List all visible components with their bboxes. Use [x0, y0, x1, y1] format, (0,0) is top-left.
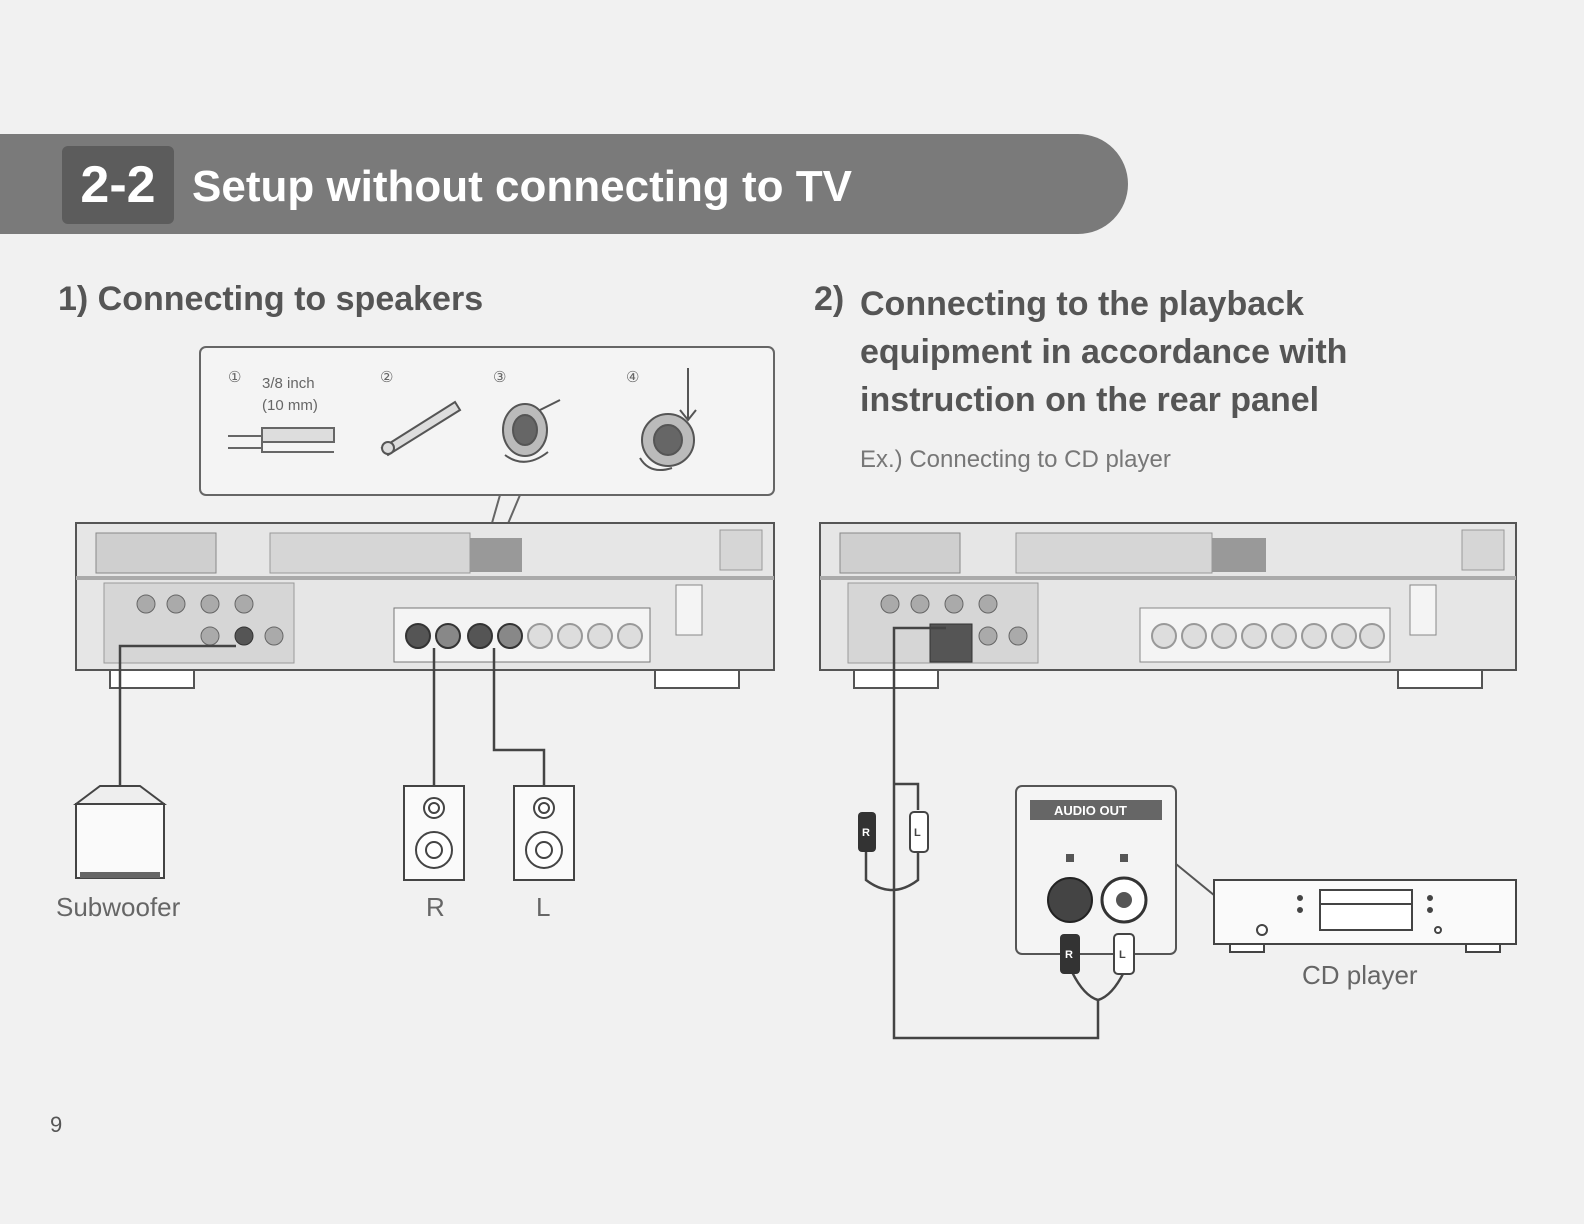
plug-l-label-receiver: L	[914, 827, 921, 839]
subwoofer-label: Subwoofer	[56, 892, 180, 923]
plug-l-label-player: L	[1119, 949, 1126, 961]
receiver-rear-panel-left	[76, 523, 774, 688]
cd-player-icon	[1214, 880, 1516, 952]
analog-input-jacks	[930, 624, 972, 662]
page-number: 9	[50, 1112, 62, 1138]
speaker-right-label: R	[426, 892, 445, 923]
plug-r-label-player: R	[1065, 949, 1073, 961]
strip-length-mm: (10 mm)	[262, 397, 318, 414]
audio-out-label: AUDIO OUT	[1054, 803, 1127, 818]
step-1-number: ①	[228, 369, 241, 386]
step-3-number: ③	[493, 369, 506, 386]
speaker-left-icon	[514, 786, 574, 880]
step-2-number: ②	[380, 369, 393, 386]
strip-length-inch: 3/8 inch	[262, 375, 315, 392]
audio-out-inset: AUDIO OUT R L	[1016, 786, 1220, 974]
receiver-rear-panel-right	[820, 523, 1516, 688]
subwoofer-icon	[76, 786, 164, 878]
cd-player-label: CD player	[1302, 960, 1418, 991]
speaker-right-icon	[404, 786, 464, 880]
audio-out-r-jack	[1048, 878, 1092, 922]
speaker-left-label: L	[536, 892, 550, 923]
step-4-number: ④	[626, 369, 639, 386]
plug-r-label-receiver: R	[862, 827, 870, 839]
